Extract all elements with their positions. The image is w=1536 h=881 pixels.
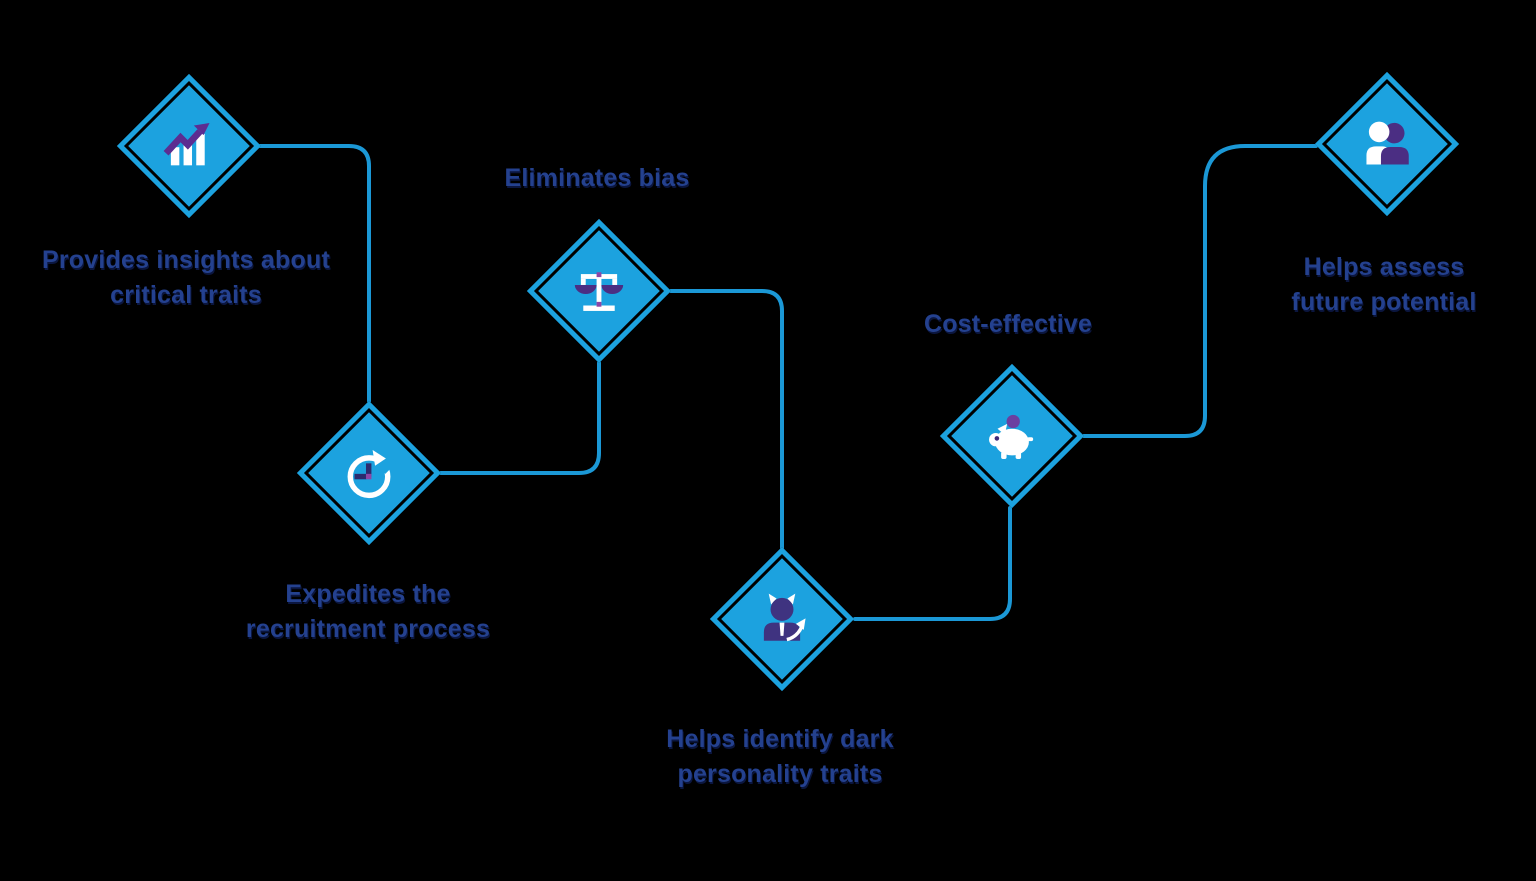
- label-line: Provides insights about: [42, 246, 330, 274]
- label-line: critical traits: [110, 281, 262, 309]
- connector-2-3: [439, 361, 601, 475]
- label-line: personality traits: [677, 760, 883, 788]
- diamond-cost-effective: [939, 363, 1085, 509]
- label-line: Eliminates bias: [504, 164, 690, 192]
- label-line: Helps assess: [1303, 253, 1465, 281]
- label-dark-personality: Helps identify dark personality traits: [610, 722, 950, 792]
- label-line: future potential: [1291, 288, 1477, 316]
- balance-scales-icon: [570, 262, 628, 320]
- piggy-bank-icon: [983, 407, 1041, 465]
- connector-5-6: [1082, 144, 1318, 438]
- people-pair-icon: [1358, 115, 1416, 173]
- diamond-expedites-recruitment: [296, 400, 442, 546]
- label-line: Cost-effective: [923, 310, 1093, 338]
- diamond-eliminates-bias: [526, 218, 672, 364]
- label-future-potential: Helps assess future potential: [1214, 250, 1536, 320]
- bar-chart-growth-icon: [160, 117, 218, 175]
- diamond-provides-insights: [116, 73, 262, 219]
- label-expedites-recruitment: Expedites the recruitment process: [198, 577, 538, 647]
- label-eliminates-bias: Eliminates bias: [427, 161, 767, 196]
- connector-4-5: [853, 506, 1012, 621]
- connector-1-2: [257, 144, 371, 403]
- label-line: Helps identify dark: [666, 725, 894, 753]
- label-line: Expedites the: [285, 580, 451, 608]
- label-cost-effective: Cost-effective: [838, 307, 1178, 342]
- clock-refresh-icon: [340, 444, 398, 502]
- label-provides-insights: Provides insights about critical traits: [16, 243, 356, 313]
- label-line: recruitment process: [245, 615, 491, 643]
- diamond-future-potential: [1314, 71, 1460, 217]
- devil-person-icon: [753, 590, 811, 648]
- connector-3-4: [669, 289, 784, 550]
- diamond-dark-personality: [709, 546, 855, 692]
